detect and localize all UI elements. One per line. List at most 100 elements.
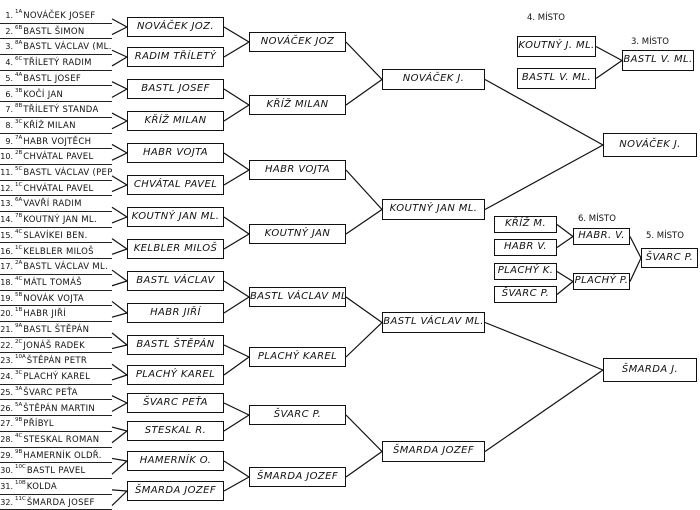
entrant-row: 12.1CCHVÁTAL PAVEL xyxy=(0,181,112,197)
entrant-row: 14.7BKOUTNÝ JAN ml. xyxy=(0,212,112,228)
round1-match-box: HAMERNÍK O. xyxy=(127,451,224,471)
entrant-row: 10.2BCHVÁTAL PAVEL xyxy=(0,149,112,165)
entrant-seed: 3C xyxy=(15,370,23,377)
round1-match-box: BASTL VÁCLAV xyxy=(127,271,224,291)
bracket-connector xyxy=(223,460,250,478)
entrant-name: BASTL VÁCLAV ml. xyxy=(23,262,109,273)
bracket-connector xyxy=(111,238,128,250)
bracket-connector xyxy=(111,460,128,475)
entrant-seed: 9B xyxy=(15,448,23,455)
bracket-connector xyxy=(223,233,250,250)
entrant-number: 17. xyxy=(0,262,13,272)
bracket-connector xyxy=(111,363,128,376)
third-place-player-box: BASTL V. ml. xyxy=(517,68,596,89)
entrant-seed: 2C xyxy=(15,338,23,345)
bracket-connector xyxy=(223,402,250,416)
entrant-name: KOUTNÝ JAN ml. xyxy=(23,215,97,226)
bracket-connector xyxy=(111,426,128,432)
bracket-connector xyxy=(223,280,250,298)
entrant-name: KŘÍŽ MILAN xyxy=(23,120,76,131)
entrant-seed: 1C xyxy=(15,181,23,188)
entrant-number: 6. xyxy=(5,89,13,99)
entrant-row: 30.10CBASTL PAVEL xyxy=(0,463,112,479)
round2-match-box: ŠMARDA JOZEF xyxy=(249,467,346,487)
bracket-connector xyxy=(345,414,383,452)
entrant-number: 18. xyxy=(0,277,13,287)
entrant-number: 15. xyxy=(0,230,13,240)
entrant-seed: 3B xyxy=(15,87,23,94)
bracket-connector xyxy=(223,88,250,106)
entrant-row: 7.8BTŘÍLETÝ STANDA xyxy=(0,102,112,118)
third-place-label: 3. MÍSTO xyxy=(631,37,669,47)
round1-match-box: BASTL JOSEF xyxy=(127,79,224,99)
round3-match-box: BASTL VÁCLAV ml. xyxy=(382,312,485,333)
entrant-number: 20. xyxy=(0,309,13,319)
entrant-seed: 3A xyxy=(15,385,23,392)
round1-match-box: NOVÁČEK JOZ. xyxy=(127,17,224,37)
bracket-connector xyxy=(111,490,128,506)
entrant-name: TŘÍLETÝ STANDA xyxy=(23,105,99,116)
bracket-connector xyxy=(111,56,128,67)
entrant-number: 12. xyxy=(0,183,13,193)
round1-match-box: RADIM TŘÍLETÝ xyxy=(127,47,224,67)
entrant-seed: 5C xyxy=(15,166,23,172)
entrant-row: 5.4ABASTL JOSEF xyxy=(0,71,112,87)
bracket-connector xyxy=(111,248,128,255)
entrant-number: 27. xyxy=(0,419,13,429)
bracket-connector xyxy=(111,402,128,412)
entrant-row: 21.9ABASTL ŠTĚPÁN xyxy=(0,322,112,338)
entrant-name: BASTL JOSEF xyxy=(23,73,82,84)
entrant-number: 26. xyxy=(0,403,13,413)
entrant-name: HAMERNÍK OLDŘ. xyxy=(23,450,102,461)
entrant-name: HABR VOJTĚCH xyxy=(23,136,92,147)
placement-semi-box: HABR. V. xyxy=(573,228,630,245)
entrant-number: 16. xyxy=(0,246,13,256)
entrant-row: 24.3CPLACHÝ KAREL xyxy=(0,369,112,385)
entrant-name: VAVŘÍ RADIM xyxy=(23,199,82,210)
entrant-name: BASTL VÁCLAV (ml.) xyxy=(23,42,112,53)
entrant-row: 25.3AŠVARC PEŤA xyxy=(0,385,112,401)
entrant-seed: 3C xyxy=(15,118,23,125)
bracket-connector xyxy=(111,206,128,218)
bracket-connector xyxy=(223,216,250,235)
round1-match-box: ŠVARC PEŤA xyxy=(127,393,224,413)
entrant-name: BASTL ŠIMON xyxy=(23,26,85,37)
entrant-number: 10. xyxy=(0,152,13,162)
bracket-connector xyxy=(111,489,128,492)
entrant-row: 15.4CSLAVÍKEI BEN. xyxy=(0,228,112,244)
entrant-seed: 7B xyxy=(15,213,23,220)
bracket-connector xyxy=(111,332,128,346)
bracket-connector xyxy=(111,300,128,314)
entrant-row: 18.4CMÁTL TOMÁŠ xyxy=(0,275,112,291)
bracket-connector xyxy=(111,143,128,154)
round1-match-box: KELBLER MILOŠ xyxy=(127,239,224,259)
entrant-seed: 4C xyxy=(15,228,23,235)
entrant-seed: 5B xyxy=(15,291,23,298)
placement-semi-box: PLACHÝ P. xyxy=(573,273,630,290)
final-box: ŠMARDA J. xyxy=(603,358,697,382)
entrant-row: 1.1ANOVÁČEK JOSEF xyxy=(0,8,112,24)
entrant-row: 23.10AŠTĚPÁN PETR xyxy=(0,353,112,370)
bracket-connector xyxy=(111,18,128,28)
bracket-connector xyxy=(345,41,383,80)
entrant-name: ŠTĚPÁN PETR xyxy=(26,356,88,367)
round3-match-box: NOVÁČEK J. xyxy=(382,69,485,90)
bracket-connector xyxy=(556,270,574,283)
entrant-number: 14. xyxy=(0,215,13,225)
entrant-number: 28. xyxy=(0,434,13,444)
entrant-number: 3. xyxy=(5,42,13,52)
entrant-name: ŠVARC PEŤA xyxy=(23,387,78,398)
round1-match-box: HABR VOJTA xyxy=(127,143,224,163)
entrant-seed: 9A xyxy=(15,323,23,329)
bracket-connector xyxy=(484,144,604,211)
round1-match-box: PLACHÝ KAREL xyxy=(127,365,224,385)
bracket-connector xyxy=(484,369,604,452)
entrant-name: TŘÍLETÝ RADIM xyxy=(23,58,92,69)
bracket-connector xyxy=(223,41,250,58)
bracket-connector xyxy=(223,356,250,376)
bracket-connector xyxy=(223,344,250,358)
bracket-connector xyxy=(111,152,128,161)
entrant-seed: 4C xyxy=(15,432,23,439)
entrant-row: 29.9BHAMERNÍK OLDŘ. xyxy=(0,448,112,464)
